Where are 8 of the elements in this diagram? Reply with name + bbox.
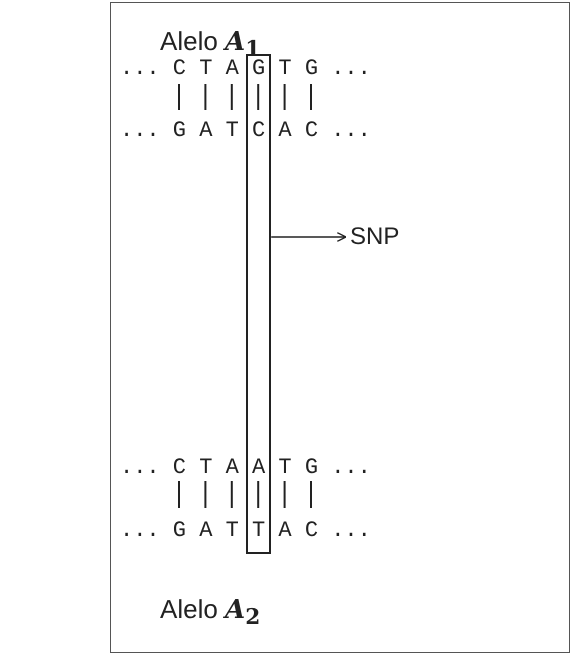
allele-heading: Alelo A$_{2}$ (160, 596, 260, 629)
dna-strand-sequence: ... C T A G T G ... (120, 58, 371, 80)
dna-strand-sequence: ... C T A A T G ... (120, 457, 371, 479)
dna-strand-sequence: ... G A T T A C ... (120, 520, 371, 542)
dna-strand-sequence: ... G A T C A C ... (120, 120, 371, 142)
arrow (271, 232, 347, 242)
highlight-box (246, 54, 272, 554)
snp-label: SNP (350, 222, 400, 252)
